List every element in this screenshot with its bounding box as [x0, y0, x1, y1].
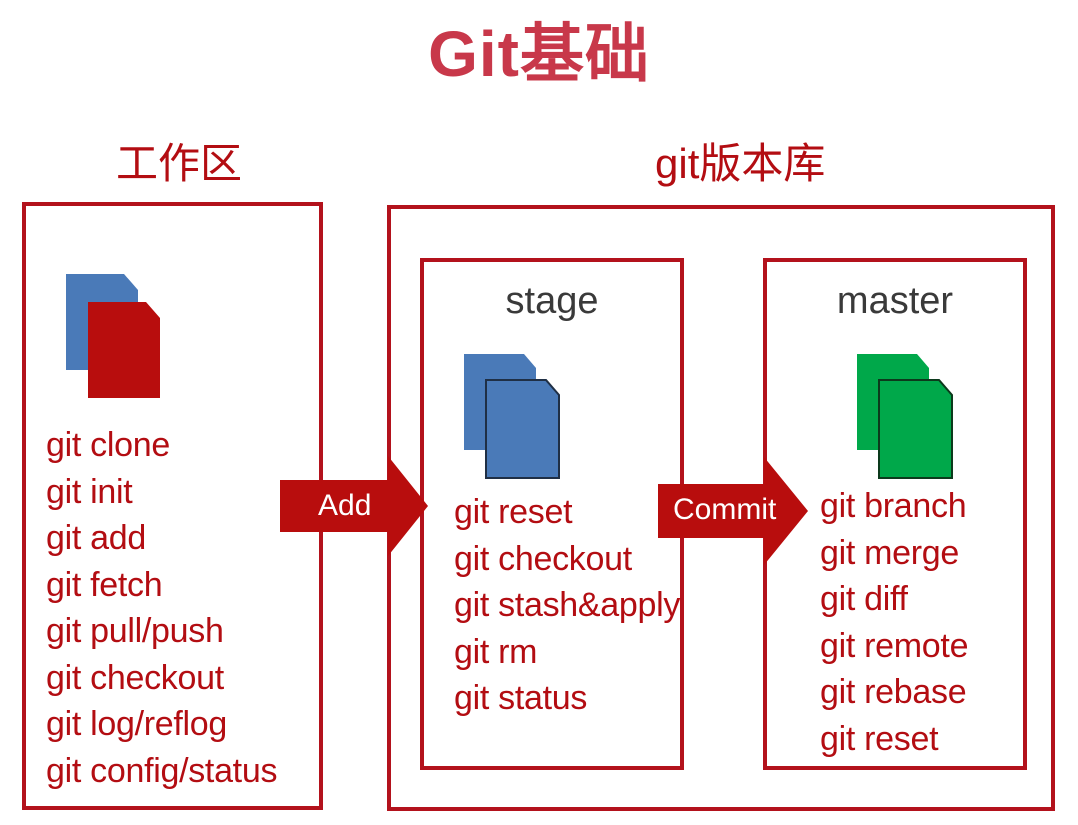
list-item: git pull/push [46, 612, 224, 650]
list-item: git checkout [454, 539, 632, 578]
list-item: git add [46, 519, 146, 557]
add-arrow-label: Add [318, 489, 372, 522]
list-item: git log/reflog [46, 705, 228, 743]
add-arrow [280, 456, 428, 556]
list-item: git reset [820, 719, 939, 758]
document-stack-icon [855, 352, 955, 482]
master-command-list: git branch git merge git diff git remote… [820, 483, 968, 762]
list-item: git branch [820, 487, 967, 525]
list-item: git diff [820, 580, 908, 618]
list-item: git merge [820, 533, 960, 572]
list-item: git remote [820, 626, 969, 665]
list-item: git rm [454, 632, 538, 671]
list-item: git status [454, 679, 588, 717]
list-item: git fetch [46, 565, 163, 604]
list-item: git init [46, 472, 133, 511]
commit-arrow [658, 457, 808, 565]
stage-command-list: git reset git checkout git stash&apply g… [454, 489, 680, 722]
list-item: git rebase [820, 673, 967, 711]
page-title: Git基础 [428, 18, 650, 90]
repository-heading: git版本库 [655, 140, 826, 187]
list-item: git clone [46, 426, 170, 464]
list-item: git checkout [46, 658, 224, 697]
list-item: git stash&apply [454, 586, 681, 624]
document-stack-icon [64, 272, 164, 402]
list-item: git config/status [46, 751, 278, 790]
workspace-heading: 工作区 [116, 140, 243, 187]
stage-heading: stage [505, 280, 599, 322]
list-item: git reset [454, 493, 573, 531]
document-stack-icon [462, 352, 562, 482]
commit-arrow-label: Commit [673, 493, 777, 526]
workspace-command-list: git clone git init git add git fetch git… [46, 422, 277, 794]
master-heading: master [836, 280, 954, 322]
